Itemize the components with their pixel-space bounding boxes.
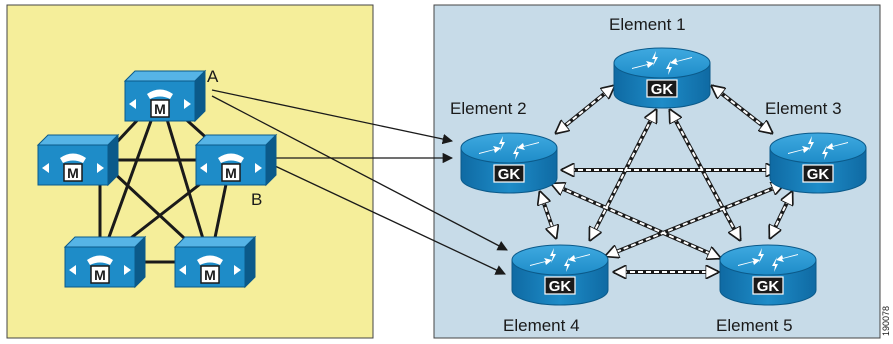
right-arrow-icon <box>124 265 131 275</box>
cluster-badge-label: M <box>204 267 216 283</box>
right-arrow-icon <box>255 163 262 173</box>
router-badge-label: GK <box>498 166 521 183</box>
phone-icon <box>60 153 86 163</box>
cluster-switch-a: M <box>123 69 207 123</box>
router-e2: GK <box>460 132 558 194</box>
left-arrow-icon <box>179 265 186 275</box>
router-arrows-icon <box>632 51 692 75</box>
cluster-switch-bl: M <box>63 235 147 289</box>
cluster-label-b: B <box>251 190 262 209</box>
router-arrows-icon <box>530 248 590 272</box>
cluster-label-a: A <box>207 67 219 86</box>
cluster-switch-br: M <box>173 235 257 289</box>
router-badge-label: GK <box>549 278 572 295</box>
left-arrow-icon <box>42 163 49 173</box>
link-e1-e2 <box>556 86 614 133</box>
left-arrow-icon <box>69 265 76 275</box>
right-arrow-icon <box>184 99 191 109</box>
cluster-badge-label: M <box>154 101 166 117</box>
router-e1: GK <box>613 47 711 109</box>
router-arrows-icon <box>738 248 798 272</box>
cluster-to-element-links <box>211 89 508 275</box>
router-badge-label: GK <box>651 81 674 98</box>
left-arrow-icon <box>129 99 136 109</box>
right-arrow-icon <box>97 163 104 173</box>
element-2-label: Element 2 <box>450 99 527 118</box>
link-a-element2 <box>211 89 454 145</box>
clusters: M M M M M <box>36 69 278 289</box>
cluster-switch-l: M <box>36 133 120 187</box>
cluster-badge-label: M <box>225 165 237 181</box>
element-links <box>540 86 794 272</box>
figure-id: 190078 <box>881 306 891 336</box>
router-e4: GK <box>511 244 609 306</box>
phone-icon <box>87 255 113 265</box>
link-e3-e4 <box>606 184 784 256</box>
cluster-badge-label: M <box>94 267 106 283</box>
element-3-label: Element 3 <box>765 99 842 118</box>
left-arrow-icon <box>200 163 207 173</box>
router-arrows-icon <box>788 136 848 160</box>
phone-icon <box>147 89 173 99</box>
router-badge-label: GK <box>757 278 780 295</box>
phone-icon <box>197 255 223 265</box>
element-1-label: Element 1 <box>609 15 686 34</box>
router-e3: GK <box>769 132 867 194</box>
link-e1-e3 <box>712 86 772 133</box>
routers: GK GK GK GK GK <box>460 47 867 306</box>
phone-icon <box>218 153 244 163</box>
router-badge-label: GK <box>807 166 830 183</box>
cluster-switch-b: M <box>194 133 278 187</box>
link-e3-e5 <box>770 192 792 238</box>
router-arrows-icon <box>479 136 539 160</box>
right-arrow-icon <box>234 265 241 275</box>
router-e5: GK <box>719 244 817 306</box>
element-5-label: Element 5 <box>716 316 793 335</box>
link-b-element4 <box>274 165 506 275</box>
element-4-label: Element 4 <box>503 316 580 335</box>
link-a-element4 <box>211 95 508 251</box>
cluster-badge-label: M <box>67 165 79 181</box>
